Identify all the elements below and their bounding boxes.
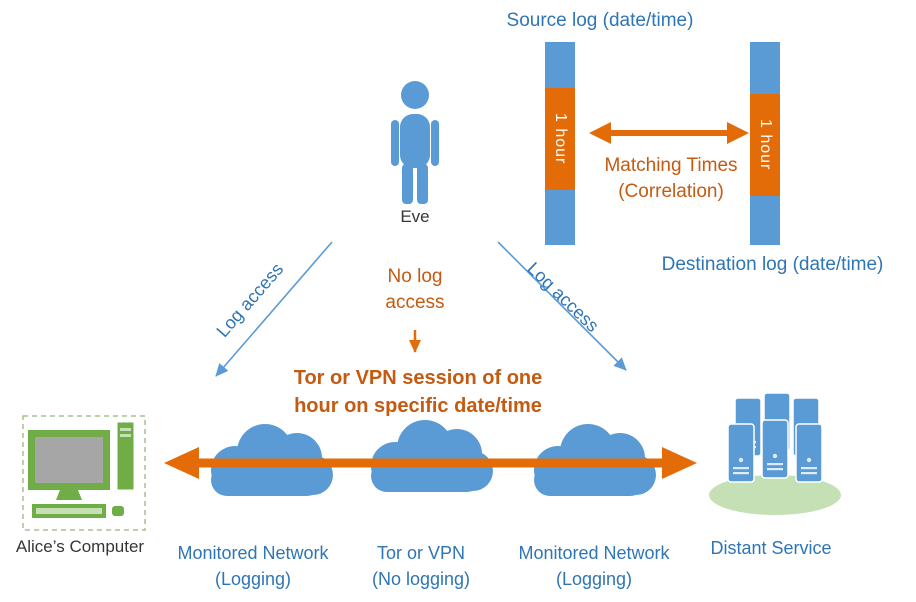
distant-service-icon [709, 392, 841, 515]
destination-hour-segment: 1 hour [750, 94, 780, 196]
cloud-monitored-network-right [534, 424, 656, 496]
tor-vpn-line1: Tor or VPN [376, 543, 466, 563]
log-access-right-label: Log access [523, 258, 603, 336]
tor-vpn-line2: (No logging) [371, 569, 471, 589]
destination-log-label: Destination log (date/time) [661, 254, 884, 275]
monitored-network-left-line2: (Logging) [214, 569, 292, 589]
eve-label: Eve [400, 207, 430, 226]
source-log-timeline-bar: 1 hour [545, 42, 575, 245]
source-hour-label: 1 hour [552, 113, 569, 165]
no-log-access-line2: access [385, 291, 445, 313]
alice-computer-icon [22, 415, 146, 531]
matching-times-line2: (Correlation) [618, 180, 724, 202]
destination-hour-label: 1 hour [757, 119, 774, 171]
correlation-double-arrow [589, 122, 749, 144]
log-access-left-label: Log access [212, 259, 288, 341]
no-log-access-line1: No log [387, 266, 443, 287]
monitored-network-right-line1: Monitored Network [518, 543, 670, 563]
source-hour-segment: 1 hour [545, 88, 575, 190]
source-log-label: Source log (date/time) [506, 10, 694, 31]
session-line2: hour on specific date/time [294, 395, 542, 417]
eve-person-icon [391, 81, 439, 204]
monitored-network-left-label: Monitored Network (Logging) [163, 540, 343, 592]
cloud-monitored-network-left [211, 424, 333, 496]
destination-log-timeline-bar: 1 hour [750, 42, 780, 245]
session-line1: Tor or VPN session of one [293, 367, 543, 389]
cloud-tor-vpn [371, 420, 493, 492]
no-log-access-label: No log access [369, 264, 461, 315]
matching-times-label: Matching Times (Correlation) [585, 153, 757, 204]
session-label: Tor or VPN session of one hour on specif… [263, 364, 573, 420]
matching-times-line1: Matching Times [604, 155, 738, 176]
alice-computer-label: Alice’s Computer [15, 537, 145, 556]
monitored-network-left-line1: Monitored Network [177, 543, 329, 563]
clouds-layer [211, 420, 656, 496]
distant-service-label: Distant Service [710, 538, 832, 558]
monitored-network-right-line2: (Logging) [555, 569, 633, 589]
tor-vpn-label: Tor or VPN (No logging) [341, 540, 501, 592]
monitored-network-right-label: Monitored Network (Logging) [504, 540, 684, 592]
session-double-arrow [164, 447, 697, 479]
